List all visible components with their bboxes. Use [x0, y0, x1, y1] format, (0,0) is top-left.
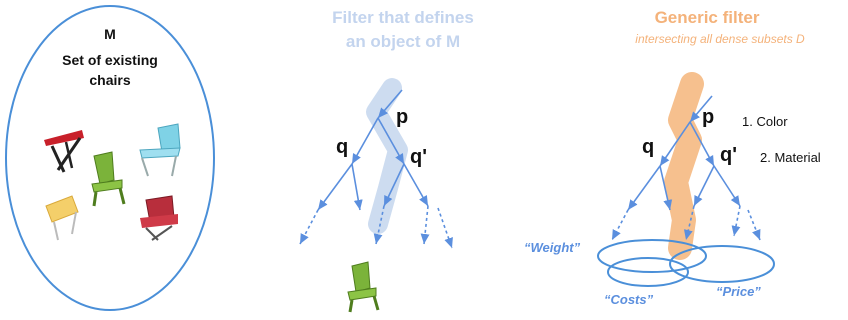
- dense-set-list-item-2: 2. Material: [760, 150, 821, 165]
- dense-set-list-item-1: 1. Color: [742, 114, 788, 129]
- generic-filter-highlight: [664, 72, 704, 260]
- middle-node-p: p: [396, 106, 409, 128]
- right-node-p: p: [702, 106, 715, 128]
- right-tree: [611, 95, 761, 241]
- chair-crimson-icon: [140, 195, 178, 241]
- right-node-q-prime: q': [720, 144, 737, 166]
- set-m-subtitle-line1: Set of existing: [62, 52, 158, 68]
- set-weight-label: “Weight”: [524, 240, 581, 255]
- dense-set-ellipses: [597, 239, 775, 287]
- set-m-title: M: [104, 26, 116, 42]
- set-weight-ellipse: [597, 239, 707, 273]
- middle-node-q-prime: q': [410, 146, 427, 168]
- right-title: Generic filter: [654, 8, 760, 27]
- chair-red-icon: [44, 130, 84, 173]
- chair-cyan-icon: [139, 123, 181, 177]
- set-price-label: “Price”: [716, 284, 761, 299]
- chair-green-icon: [91, 151, 126, 207]
- right-subtitle: intersecting all dense subsets D: [635, 32, 805, 46]
- middle-node-q: q: [336, 136, 349, 158]
- set-price-ellipse: [669, 245, 775, 283]
- set-m-ellipse: [5, 5, 215, 311]
- selected-chair-icon: [347, 261, 380, 313]
- chair-yellow-icon: [45, 195, 79, 241]
- set-m-subtitle-line2: chairs: [89, 72, 131, 88]
- middle-title-line2: an object of M: [345, 32, 461, 51]
- middle-title-line1: Filter that defines: [332, 8, 474, 27]
- middle-tree: [299, 89, 453, 249]
- right-node-q: q: [642, 136, 655, 158]
- set-costs-label: “Costs”: [604, 292, 654, 307]
- set-costs-ellipse: [607, 257, 689, 287]
